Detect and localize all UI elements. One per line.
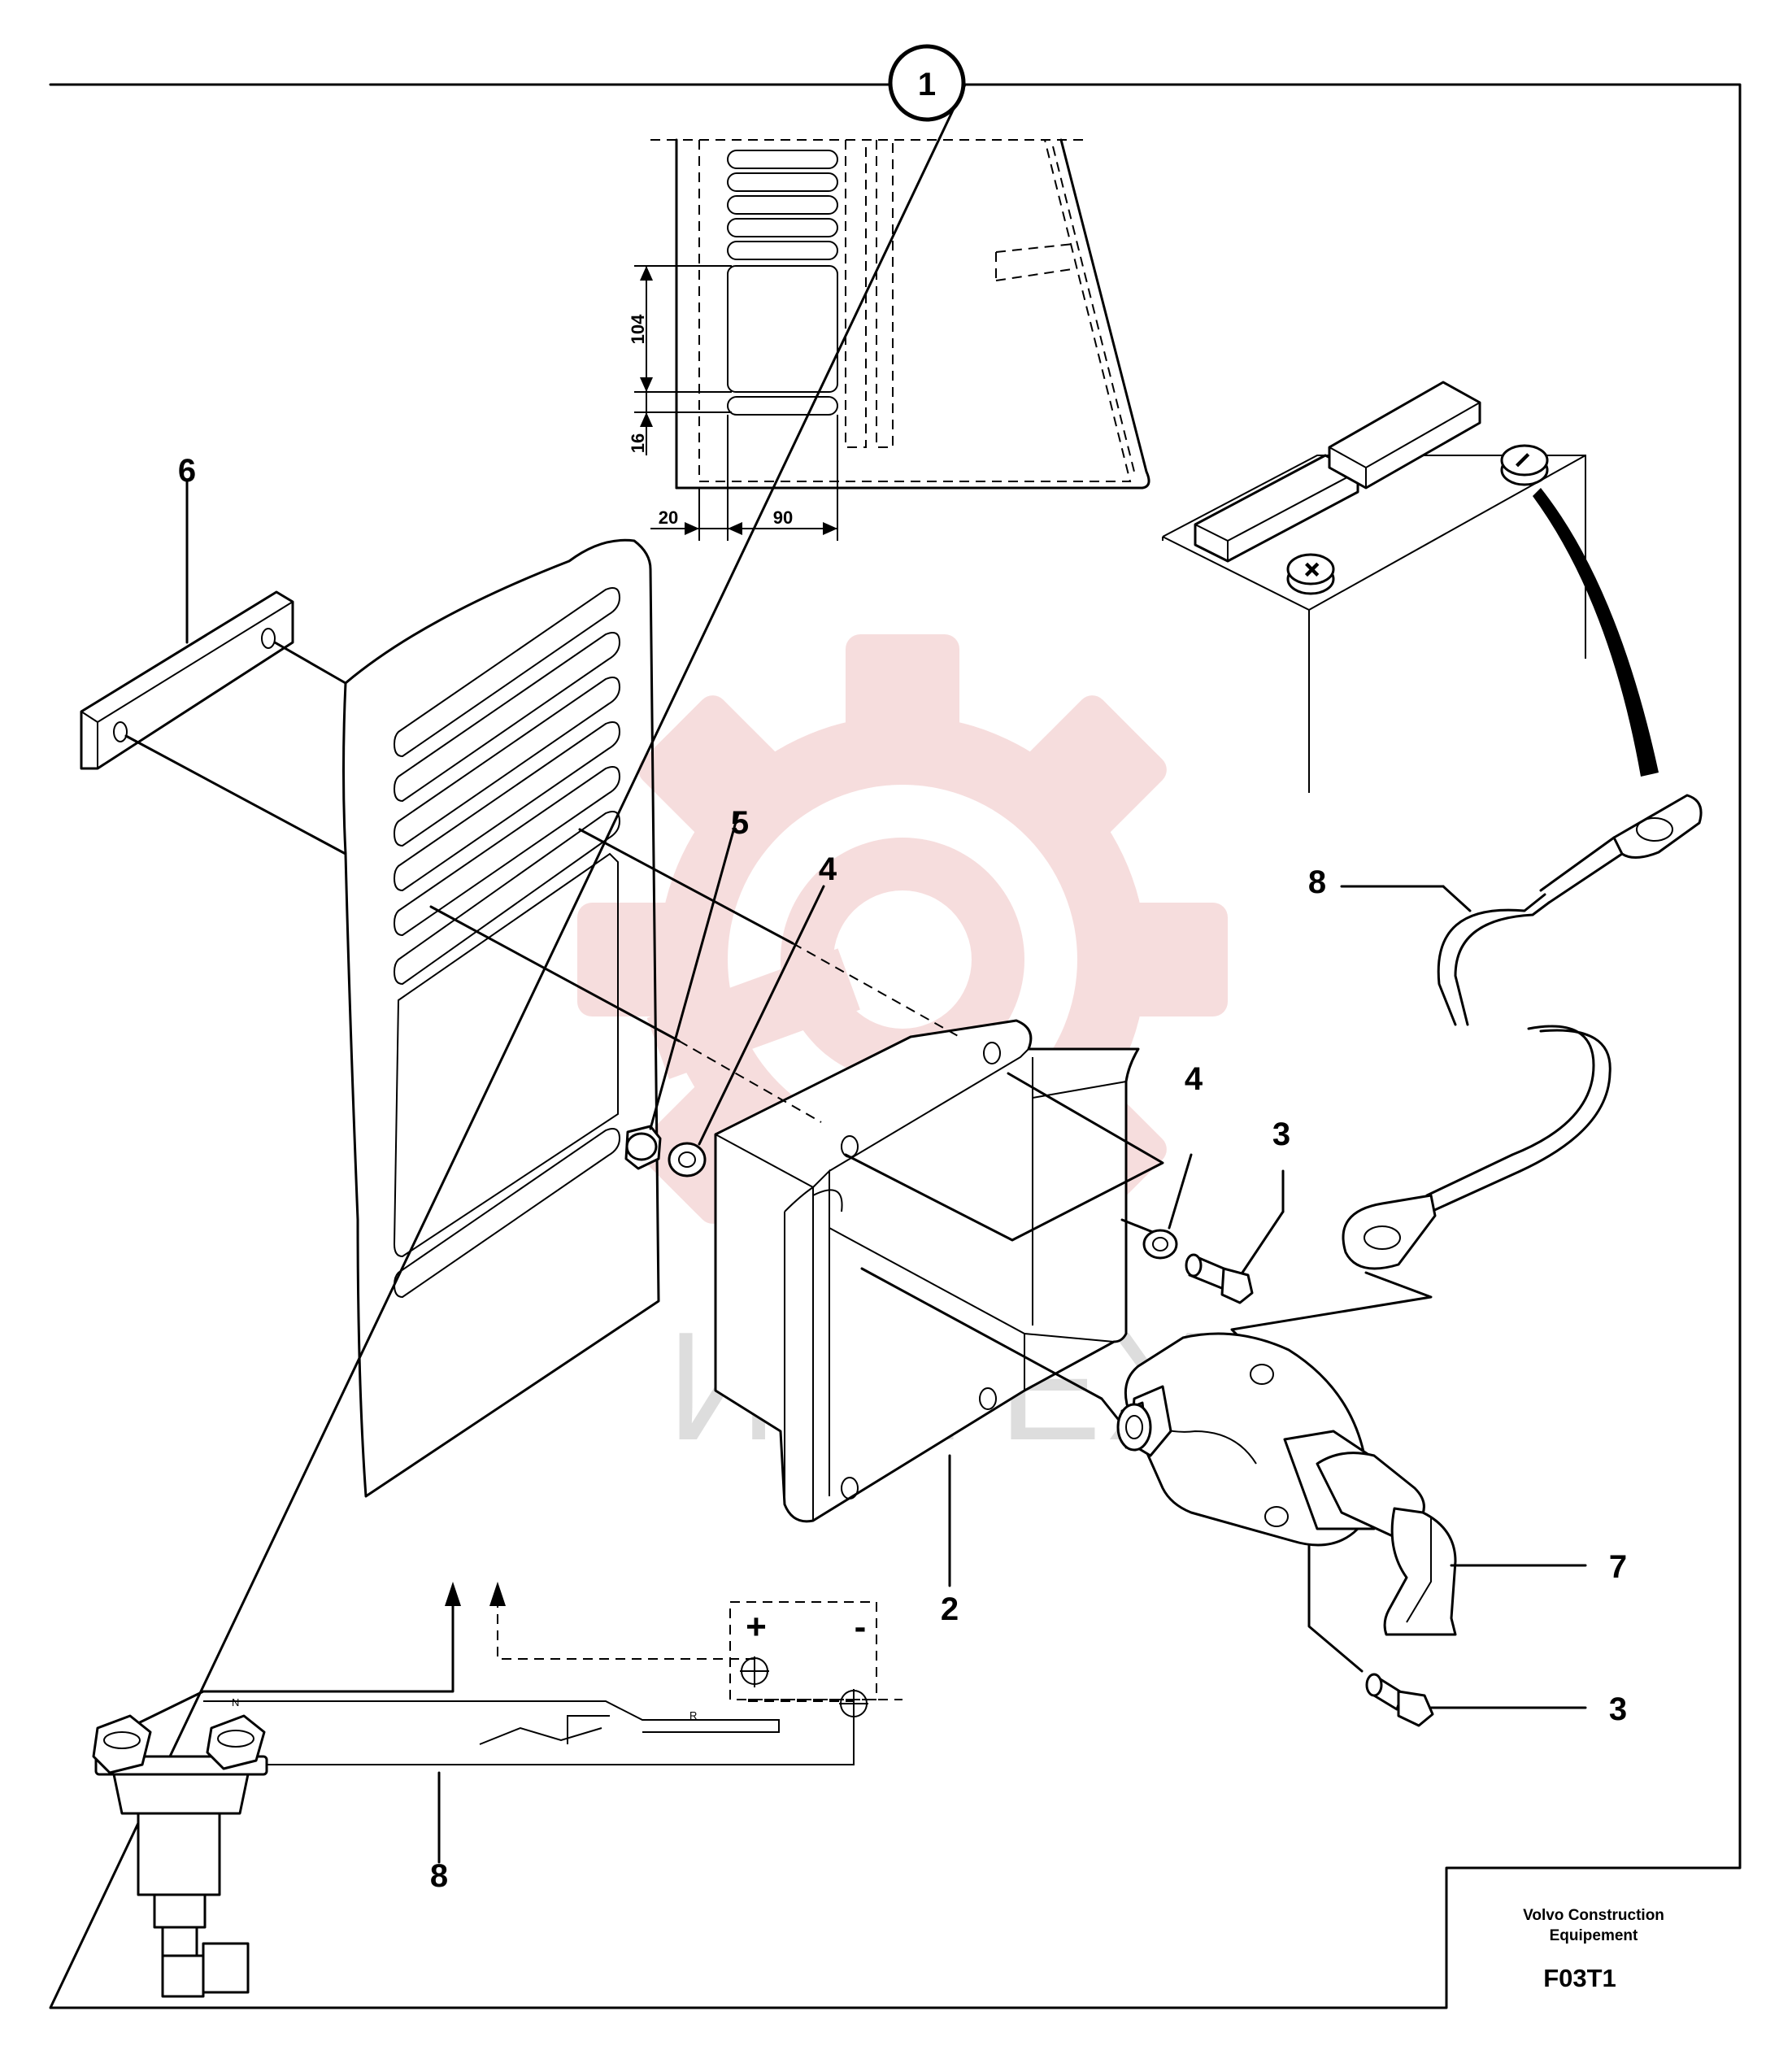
callout-labels: 6 5 4 4 3 3 8 8 2 7 xyxy=(178,453,1627,1894)
title-drawing-code: F03T1 xyxy=(1543,1964,1616,1992)
part-5-nut xyxy=(624,812,740,1170)
dimension-20: 20 xyxy=(659,507,678,528)
part-3-bolt-lower xyxy=(1307,1529,1587,1727)
part-3-bolt-upper xyxy=(1185,1169,1285,1304)
part-8-ground-cable xyxy=(1230,794,1703,1347)
callout-8-upper: 8 xyxy=(1308,864,1326,900)
assembly-guide-lines xyxy=(429,828,1164,1421)
callout-5: 5 xyxy=(731,805,749,841)
callout-7: 7 xyxy=(1609,1549,1627,1585)
battery-connection-arrow xyxy=(1533,488,1659,777)
battery: + − xyxy=(1162,381,1659,793)
wiring-plus-sign: + xyxy=(746,1607,767,1647)
callout-4-right: 4 xyxy=(1185,1061,1203,1097)
part-2-switch-bracket xyxy=(714,1019,1140,1523)
dimension-104: 104 xyxy=(628,314,648,344)
schematic-switch-illustration xyxy=(92,1714,268,1998)
callout-2: 2 xyxy=(941,1591,959,1627)
cabin-side-panel xyxy=(342,538,660,1498)
callout-8-lower: 8 xyxy=(430,1858,448,1894)
wiring-minus-sign: - xyxy=(855,1607,867,1647)
section-marker: 1 xyxy=(888,44,966,122)
callout-6: 6 xyxy=(178,453,196,489)
callout-4-left: 4 xyxy=(819,851,837,887)
section-number: 1 xyxy=(918,67,936,102)
drawing-frame xyxy=(49,83,1742,2009)
panel-cutout-detail: 104 16 20 90 xyxy=(628,138,1150,541)
wiring-label-r: R xyxy=(689,1709,697,1722)
wiring-label-n: N xyxy=(232,1696,239,1709)
part-4-washer-left xyxy=(668,885,825,1178)
part-4-washer-right xyxy=(1142,1153,1193,1260)
title-company-line1: Volvo Construction xyxy=(1523,1907,1664,1924)
title-block: Volvo Construction Equipement F03T1 xyxy=(1523,1907,1664,1992)
callout-3-lower: 3 xyxy=(1609,1691,1627,1727)
dimension-16: 16 xyxy=(628,433,648,453)
part-7-battery-switch xyxy=(1116,1332,1587,1636)
part-6-mounting-plate xyxy=(80,478,347,855)
wiring-schematic: + - N R xyxy=(92,1582,903,1998)
title-company-line2: Equipement xyxy=(1550,1927,1638,1944)
callout-3-upper: 3 xyxy=(1272,1117,1290,1152)
dimension-90: 90 xyxy=(773,507,793,528)
